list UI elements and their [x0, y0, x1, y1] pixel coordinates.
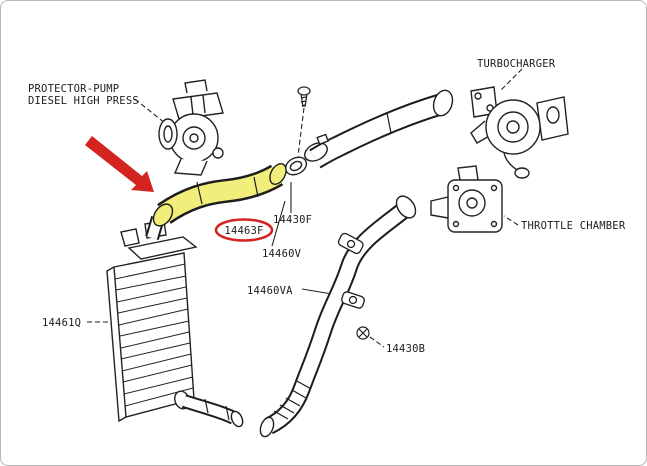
turbocharger-drawing — [470, 86, 569, 179]
label-throttle-chamber: THROTTLE CHAMBER — [521, 220, 626, 232]
diesel-pump-drawing — [158, 79, 224, 176]
part-number-hose-highlighted: 14463F — [224, 225, 263, 237]
air-duct-pipe-drawing — [259, 195, 417, 438]
label-protector-pump-line2: DIESEL HIGH PRESS — [28, 95, 139, 107]
intercooler-drawing — [106, 220, 198, 423]
turbo-inlet-pipe-drawing — [309, 89, 454, 169]
bolt-upper-drawing — [297, 86, 311, 108]
charge-air-hose-highlighted — [152, 163, 287, 227]
label-turbocharger: TURBOCHARGER — [477, 58, 556, 70]
part-number-intercooler: 14461Q — [42, 317, 81, 329]
pointer-arrow — [85, 136, 154, 192]
part-number-clamp: 14430F — [273, 214, 312, 226]
leader-lines-solid — [271, 182, 333, 295]
highlight-oval — [214, 218, 274, 242]
part-number-bolt: 14430B — [386, 343, 425, 355]
label-protector-pump-line1: PROTECTOR-PUMP — [28, 83, 119, 95]
bolt-lower-drawing — [356, 326, 370, 340]
part-number-duct-assembly: 14460VA — [247, 285, 293, 297]
part-number-hose-assembly: 14460V — [262, 248, 302, 260]
hose-clamp-drawing — [284, 133, 329, 176]
leader-lines-dashed — [87, 68, 523, 348]
intercooler-outlet-hose-drawing — [181, 394, 244, 428]
throttle-chamber-drawing — [430, 165, 503, 233]
